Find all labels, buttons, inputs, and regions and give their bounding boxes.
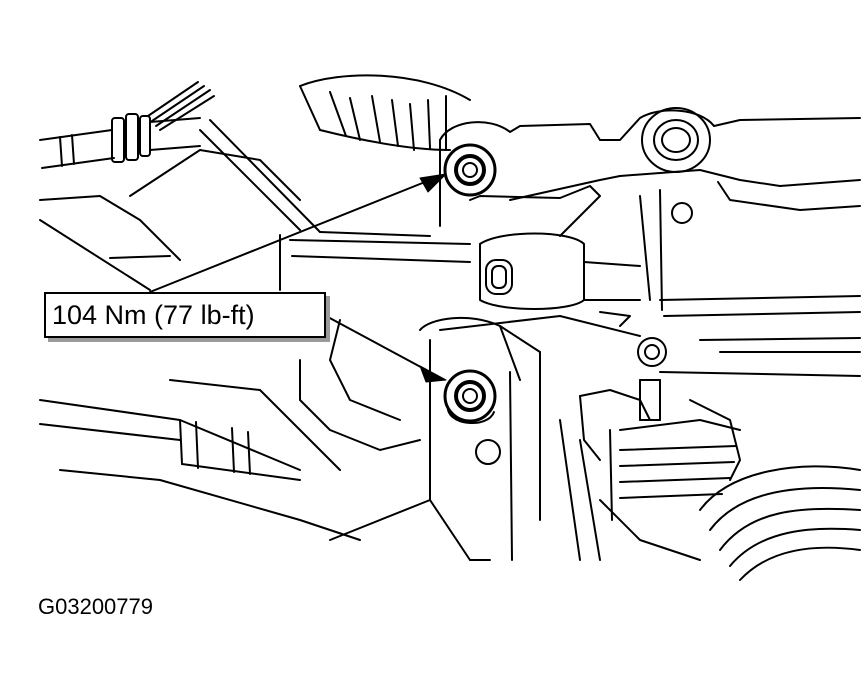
mount-ring	[641, 107, 711, 173]
pulley	[699, 465, 861, 581]
lower-tube	[39, 319, 431, 541]
torque-leader-lines	[149, 173, 447, 383]
upper-hose	[39, 113, 201, 169]
upper-bracket	[439, 109, 861, 311]
upper-bolt	[443, 143, 497, 197]
lower-bolt	[443, 369, 497, 425]
wire-harness	[147, 81, 215, 131]
gear-housing	[439, 295, 861, 377]
subframe-lines	[39, 119, 431, 291]
bushing	[289, 232, 641, 327]
valve-assembly	[559, 379, 741, 561]
figure-id: G03200779	[38, 594, 153, 619]
torque-callout: 104 Nm (77 lb-ft)	[44, 292, 326, 338]
lower-bracket	[419, 316, 541, 561]
steering-boot	[299, 74, 471, 151]
